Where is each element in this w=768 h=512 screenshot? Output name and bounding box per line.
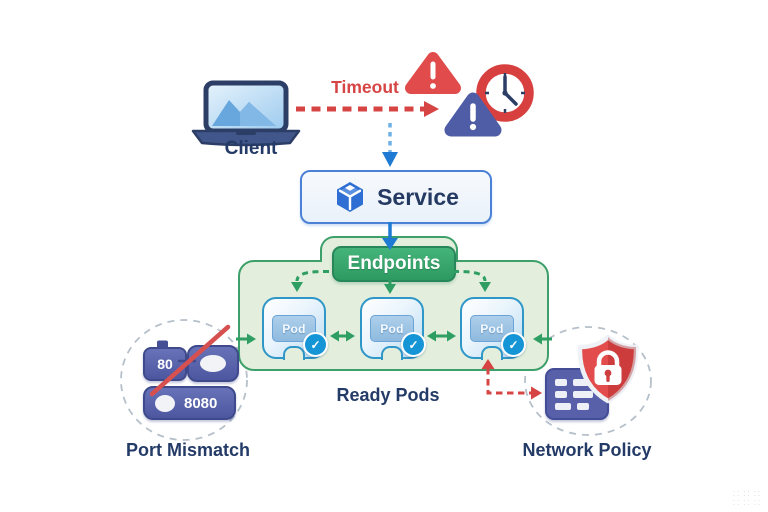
clock-icon (476, 64, 534, 122)
check-icon: ✓ (303, 332, 328, 357)
socket-oval-icon (155, 394, 175, 412)
warning-triangle-blue-icon (444, 92, 502, 137)
pod-node-2[interactable]: Pod ✓ (360, 297, 426, 360)
endpoints-badge[interactable]: Endpoints (332, 246, 456, 282)
network-policy-label: Network Policy (522, 440, 652, 460)
port-8080-label: 8080 (184, 394, 218, 412)
check-icon: ✓ (501, 332, 526, 357)
check-icon: ✓ (401, 332, 426, 357)
pod-label: Pod (470, 315, 514, 342)
service-node[interactable]: Service (300, 170, 492, 224)
timeout-arrow (296, 101, 439, 117)
socket-oval-icon (200, 355, 226, 372)
endpoints-label: Endpoints (347, 253, 441, 274)
ready-pods-label: Ready Pods (336, 385, 440, 405)
port-8080-block: 8080 (143, 386, 236, 420)
service-cube-icon (337, 182, 364, 212)
laptop-icon (191, 80, 301, 147)
pod-notch (283, 345, 305, 360)
pod-notch (381, 345, 403, 360)
client-to-service-arrow (382, 123, 398, 167)
pod-node-3[interactable]: Pod ✓ (460, 297, 526, 360)
firewall-grid-icon (545, 368, 609, 420)
timeout-label: Timeout (331, 77, 399, 97)
warning-triangle-red-icon (405, 52, 461, 94)
service-label: Service (377, 183, 459, 210)
pod-notch (481, 345, 503, 360)
watermark: ∷∷∷ ∷∷∷ (732, 489, 764, 509)
port-80-label: 80 (157, 356, 173, 372)
port-socket-block (187, 345, 239, 382)
port-80-block: 80 (143, 347, 187, 381)
client-label: Client (224, 138, 278, 159)
pod-node-1[interactable]: Pod ✓ (262, 297, 328, 360)
port-mismatch-label: Port Mismatch (125, 440, 251, 460)
